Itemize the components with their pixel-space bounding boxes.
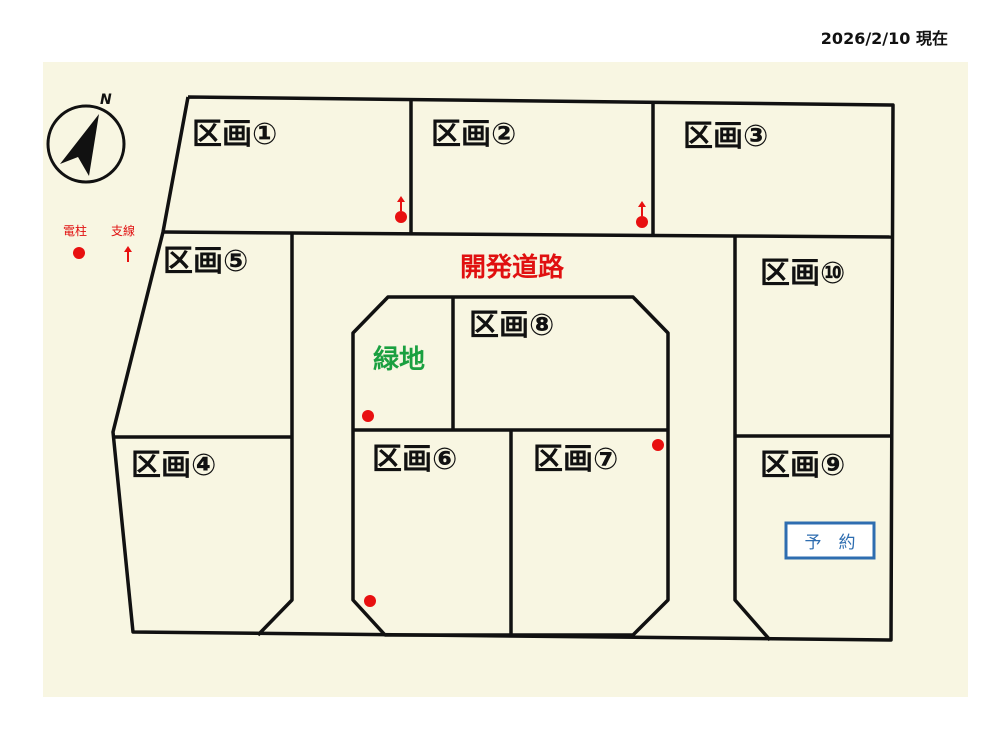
lot-2-label: 区画②	[431, 117, 516, 152]
pole-icon	[652, 439, 664, 451]
lot-5-label: 区画⑤	[163, 244, 248, 279]
date-label: 2026/2/10 現在	[821, 29, 948, 48]
compass-circle	[46, 104, 126, 184]
lot-3-label: 区画③	[683, 119, 768, 154]
lot-9-label: 区画⑨	[760, 448, 845, 483]
pole-with-guy-wire-icon	[636, 201, 648, 228]
lot-boundaries	[111, 95, 895, 642]
reserved-badge-text: 予 約	[805, 533, 856, 553]
lot-1-label: 区画①	[192, 117, 277, 152]
plan-background	[43, 62, 968, 697]
lot-6-label: 区画⑥	[372, 442, 457, 477]
legend: 電柱 支線	[63, 223, 135, 262]
lot-4-label: 区画④	[131, 448, 216, 483]
lot-7-label: 区画⑦	[533, 442, 618, 477]
legend-pole-label: 電柱	[63, 223, 87, 238]
north-label: N	[100, 92, 112, 108]
compass: N	[46, 92, 126, 184]
lot-8-label: 区画⑧	[469, 308, 554, 343]
guy-wire-icon	[124, 246, 132, 262]
pole-icon	[362, 410, 374, 422]
legend-guy-wire-label: 支線	[111, 223, 135, 238]
green-space-label: 緑地	[373, 344, 425, 375]
road-label: 開発道路	[460, 252, 565, 283]
reserved-badge: 予 約	[784, 521, 876, 560]
lot-10-label: 区画⑩	[760, 256, 845, 291]
pole-icon	[73, 247, 85, 259]
pole-with-guy-wire-icon	[395, 196, 407, 223]
markers	[362, 196, 664, 607]
pole-icon	[364, 595, 376, 607]
north-arrow-icon	[60, 114, 99, 176]
